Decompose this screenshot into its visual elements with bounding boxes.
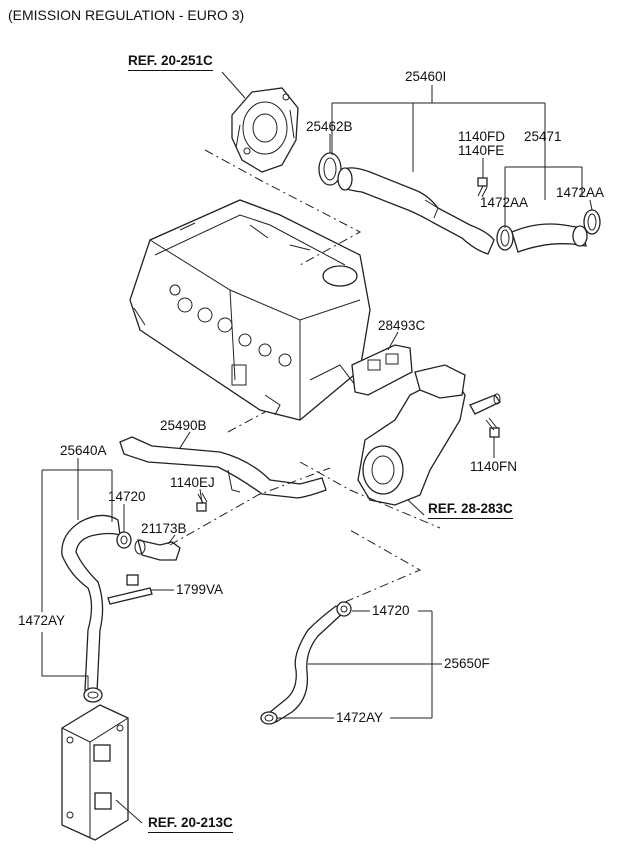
label-25460I: 25460I: [405, 69, 447, 84]
turbo-housing: [231, 87, 299, 173]
diagram-header: (EMISSION REGULATION - EURO 3): [8, 7, 245, 23]
thermostat-housing: [357, 364, 501, 506]
cylinder-head: [129, 199, 371, 421]
label-28493C: 28493C: [378, 318, 426, 333]
gasket-28493C: [351, 344, 413, 396]
label-21173B: 21173B: [141, 521, 187, 536]
label-1140EJ: 1140EJ: [170, 475, 215, 490]
ref-20-251C[interactable]: REF. 20-251C: [128, 54, 213, 71]
label-1799VA: 1799VA: [176, 582, 224, 597]
oil-cooler: [61, 704, 129, 841]
clip-1799VA: [107, 574, 153, 605]
label-25640A: 25640A: [60, 443, 107, 458]
ref-28-283C[interactable]: REF. 28-283C: [428, 502, 513, 519]
hose-25460I: [337, 167, 495, 255]
clamp-14720-a: [116, 531, 132, 549]
label-1472AA-b: 1472AA: [556, 185, 605, 200]
hose-25471: [511, 223, 587, 253]
label-25471: 25471: [524, 129, 562, 144]
clamp-1472AY-b: [260, 711, 278, 725]
label-1140FE: 1140FE: [458, 143, 505, 158]
label-25650F: 25650F: [444, 656, 490, 671]
label-14720-b: 14720: [372, 603, 410, 618]
label-1140FD: 1140FD: [458, 129, 506, 144]
label-1472AY-a: 1472AY: [18, 613, 66, 628]
label-1140FN: 1140FN: [470, 459, 518, 474]
label-1472AY-b: 1472AY: [336, 710, 384, 725]
leader-lines: [41, 71, 593, 824]
hose-25650F: [269, 605, 346, 723]
label-25490B: 25490B: [160, 418, 207, 433]
hose-25490B: [119, 436, 327, 499]
bolt-1140FN: [485, 417, 500, 438]
clamp-1472AY-a: [83, 687, 103, 703]
assembly-lines: [169, 149, 441, 603]
label-1472AA-a: 1472AA: [480, 195, 529, 210]
fitting-21173B: [134, 539, 181, 561]
label-25462B: 25462B: [306, 119, 353, 134]
clamp-1472AA-a: [496, 225, 514, 251]
ref-20-213C[interactable]: REF. 20-213C: [148, 816, 233, 833]
clamp-14720-b: [336, 601, 352, 617]
label-14720-a: 14720: [108, 489, 146, 504]
